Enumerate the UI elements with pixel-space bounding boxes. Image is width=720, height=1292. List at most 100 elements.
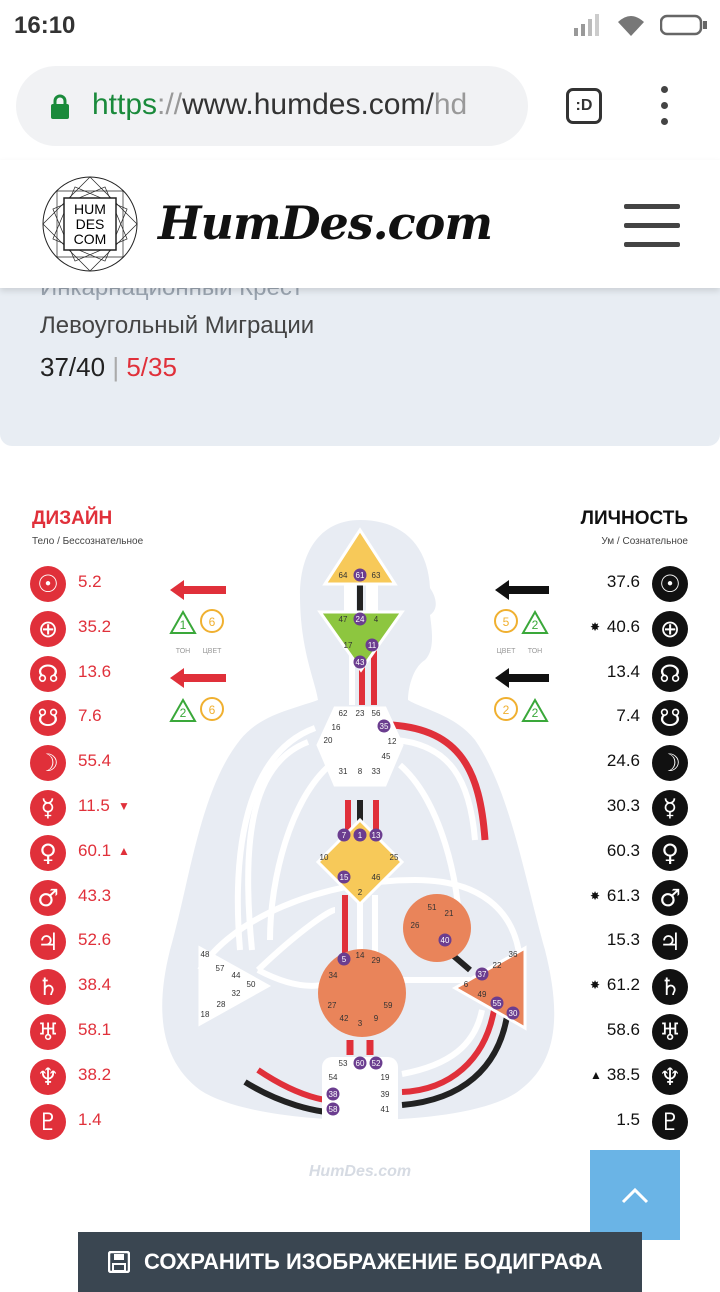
- planet-gate-line: 7.4: [616, 706, 640, 726]
- site-brand[interactable]: HumDes.com: [158, 196, 493, 250]
- hamburger-menu-icon[interactable]: [624, 204, 680, 248]
- browser-menu-icon[interactable]: [652, 86, 676, 128]
- planet-row[interactable]: ♆38.5▲: [550, 1058, 690, 1095]
- gate-number: 21: [445, 909, 454, 918]
- north-node-icon: ☊: [652, 655, 688, 692]
- gate-number: 17: [344, 641, 353, 650]
- tone-value: 2: [532, 618, 539, 632]
- planet-row[interactable]: ♂43.3: [30, 879, 170, 916]
- gate-number: 53: [339, 1059, 348, 1068]
- planet-row[interactable]: ♂61.3✸: [550, 879, 690, 916]
- gate-number: 20: [324, 736, 333, 745]
- planet-row[interactable]: ♄38.4: [30, 969, 170, 1006]
- tone-triangle-icon: [521, 609, 549, 634]
- gate-number: 9: [374, 1014, 379, 1023]
- gate-number: 44: [232, 971, 241, 980]
- planet-row[interactable]: ☉37.6: [550, 566, 690, 602]
- gate-number: 57: [216, 964, 225, 973]
- planet-marker: ✸: [590, 619, 601, 634]
- active-gate-dot: [337, 870, 351, 884]
- planet-row[interactable]: ☊ 13.4: [550, 655, 690, 692]
- planet-row[interactable]: ♃15.3: [550, 924, 690, 961]
- gate-number: 3: [358, 1019, 363, 1028]
- ajna-center: [317, 610, 405, 673]
- sun-icon: ☉: [30, 566, 66, 602]
- planet-gate-line: 13.4: [606, 661, 640, 681]
- svg-text:DES: DES: [76, 216, 105, 232]
- planet-row[interactable]: ☿30.3: [550, 790, 690, 826]
- channel: [401, 1009, 497, 1095]
- planet-gate-line: 5.2: [78, 572, 102, 591]
- gate-number: 16: [332, 723, 341, 732]
- planet-row[interactable]: ☊13.6: [30, 655, 170, 692]
- planet-marker: ✸: [590, 888, 601, 903]
- planet-row[interactable]: ♄61.2✸: [550, 969, 690, 1006]
- channel: [401, 1009, 485, 1077]
- pluto-icon: ♇: [30, 1103, 66, 1140]
- gate-number: 4: [374, 615, 379, 624]
- gate-number: 10: [320, 853, 329, 862]
- planet-row[interactable]: ♅58.6: [550, 1014, 690, 1050]
- active-gate-dot: [506, 1006, 520, 1020]
- planet-row[interactable]: ☽55.4: [30, 745, 170, 782]
- active-gate-dot: [326, 1087, 340, 1101]
- planet-row[interactable]: ♃52.6: [30, 924, 170, 961]
- humdes-logo[interactable]: HUM DES COM: [40, 174, 140, 274]
- head-center: [322, 527, 398, 586]
- tab-switcher-button[interactable]: :D: [566, 88, 602, 124]
- gate-number: 12: [388, 737, 397, 746]
- gate-number: 39: [381, 1090, 390, 1099]
- planet-gate-line: 24.6: [606, 751, 640, 771]
- planet-gate-line: 30.3: [606, 796, 640, 815]
- save-bodygraph-button[interactable]: СОХРАНИТЬ ИЗОБРАЖЕНИЕ БОДИГРАФА: [78, 1232, 642, 1292]
- planet-marker: ▲: [118, 843, 130, 858]
- planet-row[interactable]: ☿11.5▼: [30, 790, 170, 826]
- address-bar[interactable]: https://www.humdes.com/hd: [16, 66, 528, 146]
- gate-number: 36: [509, 950, 518, 959]
- svg-text:COM: COM: [74, 231, 107, 247]
- channel: [255, 907, 336, 973]
- planet-row[interactable]: ⊕40.6✸: [550, 610, 690, 647]
- mars-icon: ♂: [652, 879, 688, 916]
- personality-subtitle: Ум / Сознательное: [601, 536, 688, 547]
- planet-row[interactable]: ☋ 7.4: [550, 700, 690, 737]
- design-arrow-icon: [170, 668, 226, 688]
- gate-number: 18: [201, 1010, 210, 1019]
- gate-number: 22: [493, 961, 502, 970]
- channel: [395, 737, 478, 841]
- active-gate-dot: [353, 568, 367, 582]
- gate-number: 5: [342, 955, 347, 964]
- planet-gate-line: 60.1: [78, 840, 112, 860]
- channel: [234, 725, 317, 951]
- planet-row[interactable]: ☉ 5.2: [30, 566, 170, 602]
- root-center: [322, 1057, 398, 1129]
- gate-number: 62: [339, 709, 348, 718]
- url-text[interactable]: https://www.humdes.com/hd: [92, 88, 468, 121]
- planet-gate-line: 37.6: [606, 572, 640, 591]
- planet-row[interactable]: ⊕35.2: [30, 610, 170, 647]
- spleen-center: [198, 945, 272, 1027]
- jupiter-icon: ♃: [30, 924, 66, 961]
- planet-row[interactable]: ♇ 1.4: [30, 1103, 170, 1140]
- south-node-icon: ☋: [652, 700, 688, 737]
- color-label: ЦВЕТ: [497, 648, 517, 655]
- planet-row[interactable]: ♅58.1: [30, 1014, 170, 1050]
- tone-value: 2: [532, 706, 539, 720]
- gate-number: 13: [372, 831, 381, 840]
- active-gate-dot: [438, 933, 452, 947]
- planet-row[interactable]: ☋7.6: [30, 700, 170, 737]
- planet-row[interactable]: ♇1.5: [550, 1103, 690, 1140]
- tone-triangle-icon: [521, 697, 549, 722]
- planet-row[interactable]: ♆38.2: [30, 1058, 170, 1095]
- design-arrow-icon: [170, 580, 226, 600]
- planet-row[interactable]: ♀60.1▲: [30, 834, 170, 871]
- battery-icon: [660, 14, 707, 36]
- planet-row[interactable]: ♀60.3: [550, 834, 690, 871]
- pluto-icon: ♇: [652, 1103, 688, 1140]
- channel: [267, 762, 332, 941]
- planet-gate-line: 1.4: [78, 1109, 102, 1129]
- scroll-to-top-button[interactable]: [590, 1150, 680, 1240]
- active-gate-dot: [353, 1056, 367, 1070]
- planet-row[interactable]: ☽24.6: [550, 745, 690, 782]
- gate-number: 37: [478, 970, 487, 979]
